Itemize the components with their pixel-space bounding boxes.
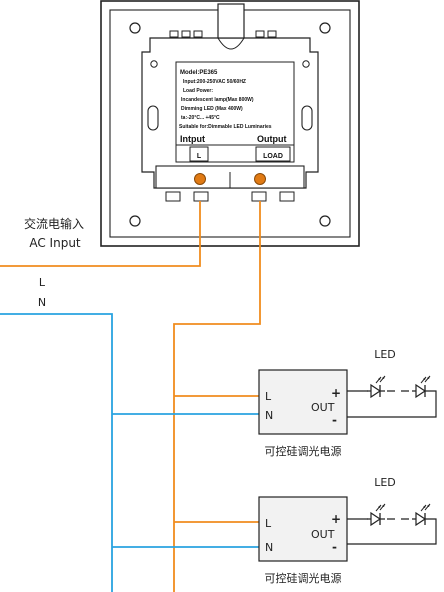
driver-plus: +	[331, 386, 341, 400]
led-label: LED	[374, 476, 396, 489]
live-wire-label: L	[39, 276, 46, 289]
driver-terminal-n: N	[265, 409, 273, 422]
spec-incandescent: Incandescent lamp(Max 800W)	[181, 97, 254, 103]
led-label: LED	[374, 348, 396, 361]
led-string-2: LED	[347, 476, 437, 545]
driver-terminal-l: L	[265, 390, 272, 403]
driver-terminal-n: N	[265, 541, 273, 554]
output-terminal-label: LOAD	[263, 153, 283, 160]
output-terminal-screw	[254, 173, 266, 185]
screw-hole-icon	[129, 215, 141, 227]
spec-load-power: Load Power:	[183, 88, 213, 94]
spec-input: Input:200-250VAC 50/60HZ	[183, 79, 246, 85]
driver-out-label: OUT	[311, 401, 335, 414]
input-terminal-screw	[194, 173, 206, 185]
dimmer-plate: Model:PE365 Input:200-250VAC 50/60HZ Loa…	[100, 0, 360, 247]
knob-shaft	[217, 3, 245, 39]
led-diode-icon	[366, 503, 386, 526]
driver-plus: +	[331, 512, 341, 526]
screw-hole-icon	[319, 215, 331, 227]
driver-out-label: OUT	[311, 528, 335, 541]
spec-model: Model:PE365	[180, 70, 218, 76]
driver-box	[258, 496, 348, 562]
neutral-wire-label: N	[38, 296, 46, 309]
driver-terminal-l: L	[265, 517, 272, 530]
output-terminal-box	[255, 146, 291, 162]
mount-slot	[301, 105, 313, 131]
driver-caption: 可控硅调光电源	[265, 571, 342, 585]
ac-input-title-cn: 交流电输入	[24, 216, 84, 231]
led-string-1: LED	[347, 348, 437, 418]
led-diode-icon	[411, 503, 431, 526]
output-heading: Output	[257, 134, 287, 144]
driver-box	[258, 369, 348, 435]
led-diode-icon	[411, 375, 431, 398]
driver-caption: 可控硅调光电源	[265, 444, 342, 458]
screw-hole-icon	[129, 22, 141, 34]
led-driver-2: L N + OUT - 可控硅调光电源	[258, 496, 348, 585]
spec-suitable: Suitable for:Dimmable LED Luminaries	[179, 124, 272, 130]
spec-dimming-led: Dimming LED (Max 400W)	[181, 106, 243, 112]
driver-minus: -	[332, 540, 337, 554]
input-terminal-box	[189, 146, 209, 162]
driver-minus: -	[332, 413, 337, 427]
live-load-wire	[173, 201, 261, 592]
ac-input-title-en: AC Input	[29, 236, 81, 250]
neutral-main-wire	[0, 313, 113, 592]
mount-slot	[147, 105, 159, 131]
live-input-wire	[0, 201, 201, 267]
screw-hole-icon	[319, 22, 331, 34]
led-diode-icon	[366, 375, 386, 398]
input-terminal-label: L	[197, 153, 202, 160]
live-wires	[0, 201, 261, 592]
led-driver-1: L N + OUT - 可控硅调光电源	[258, 369, 348, 458]
neutral-wires	[0, 313, 259, 592]
spec-temperature: ta:-20°C... +45°C	[181, 115, 220, 121]
input-heading: Intput	[180, 134, 205, 144]
